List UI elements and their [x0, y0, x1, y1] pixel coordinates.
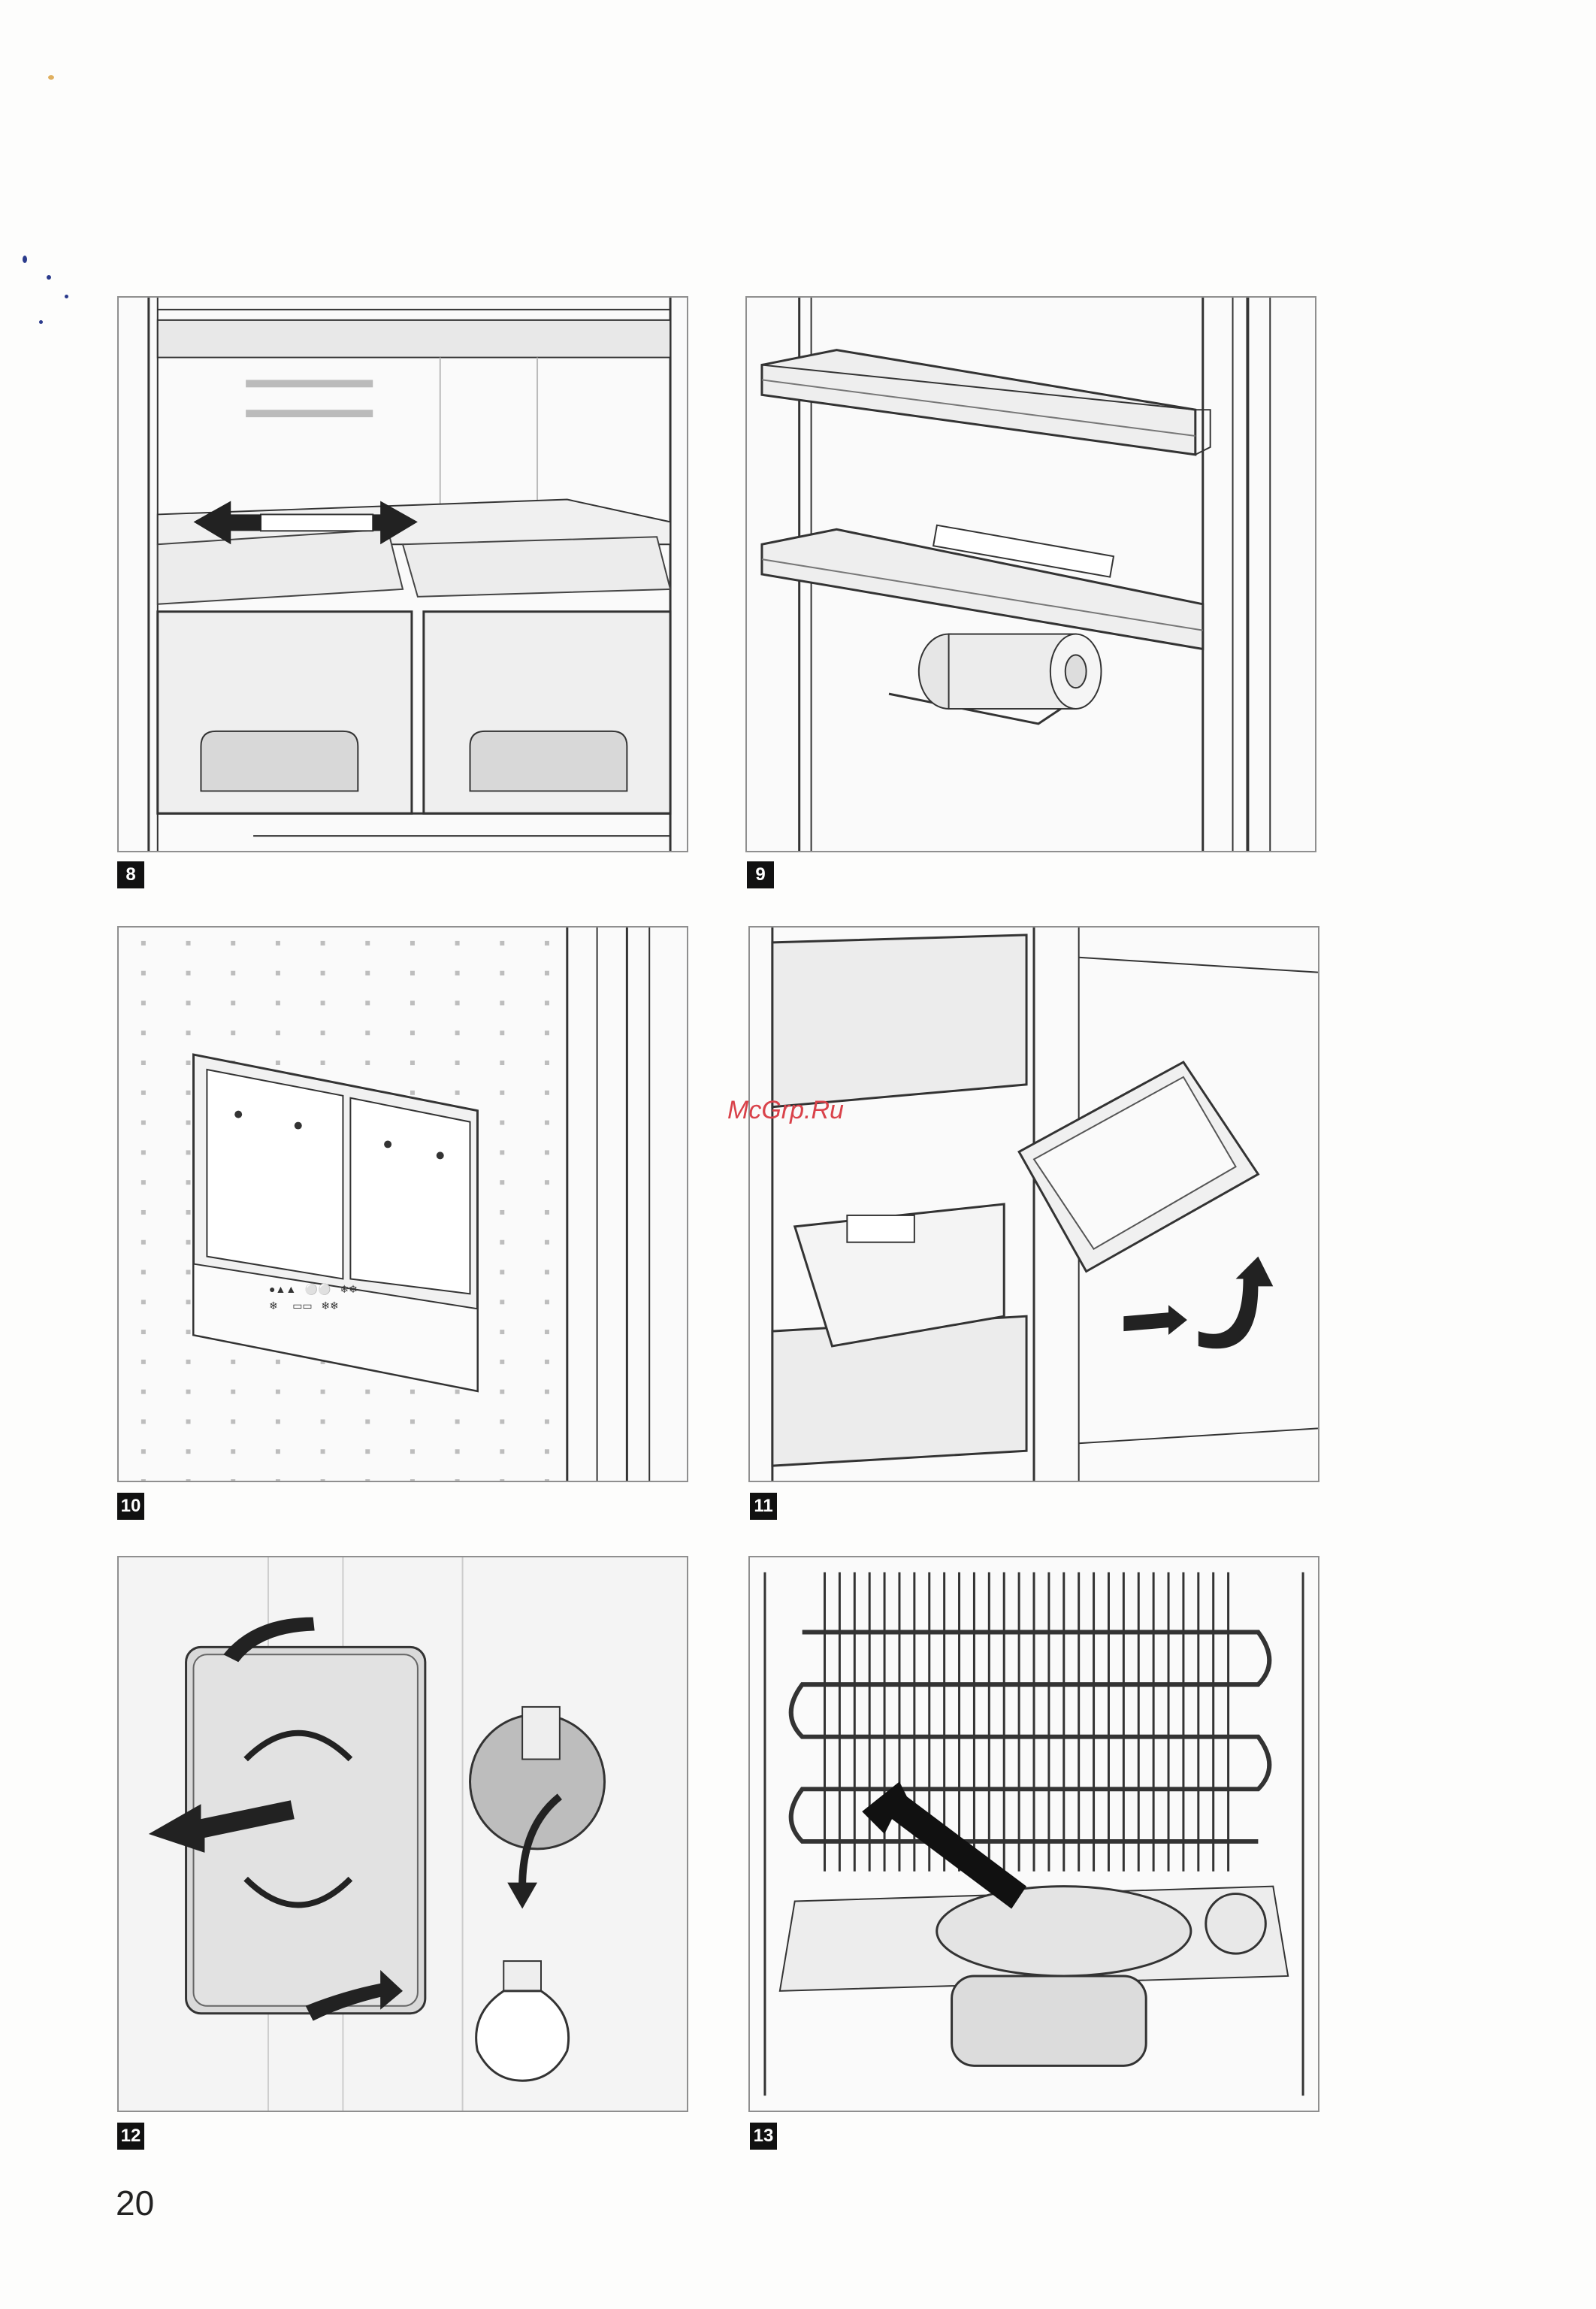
watermark: McGrp.Ru [727, 1096, 844, 1125]
figure-8-number: 8 [117, 861, 144, 888]
scan-speck [39, 320, 43, 324]
figure-8-illustration [117, 296, 688, 852]
control-symbols: ●▲▲ ⚪⚪ ❄❄ ❄ ▭▭ ❄❄ [269, 1281, 419, 1314]
control-symbol: ●▲▲ [269, 1283, 296, 1295]
scan-speck [48, 75, 54, 80]
control-symbol: ▭▭ [292, 1300, 312, 1312]
figure-13-illustration [748, 1556, 1319, 2112]
control-symbol: ❄ [269, 1300, 278, 1312]
figure-13-number: 13 [750, 2123, 777, 2150]
figure-10-illustration: ●▲▲ ⚪⚪ ❄❄ ❄ ▭▭ ❄❄ [117, 926, 688, 1482]
figure-11-illustration [748, 926, 1319, 1482]
crisper-drawers-illustration [119, 298, 687, 851]
control-symbol: ❄❄ [321, 1300, 338, 1312]
freezer-drawer-illustration [750, 928, 1318, 1481]
figure-12-number: 12 [117, 2123, 144, 2150]
figure-9-illustration [745, 296, 1316, 852]
figure-11-number: 11 [750, 1493, 777, 1520]
figure-9-number: 9 [747, 861, 774, 888]
scan-speck [23, 256, 27, 263]
scan-speck [65, 295, 68, 298]
figure-10-number: 10 [117, 1493, 144, 1520]
door-shelves-illustration [747, 298, 1315, 851]
control-panel-illustration [119, 928, 687, 1481]
control-symbol: ❄❄ [340, 1283, 357, 1295]
control-symbol: ⚪⚪ [305, 1283, 331, 1295]
page-number: 20 [116, 2183, 154, 2223]
lamp-replacement-illustration [119, 1557, 687, 2111]
scan-speck [47, 275, 51, 280]
condenser-tray-illustration [750, 1557, 1318, 2111]
figure-12-illustration [117, 1556, 688, 2112]
